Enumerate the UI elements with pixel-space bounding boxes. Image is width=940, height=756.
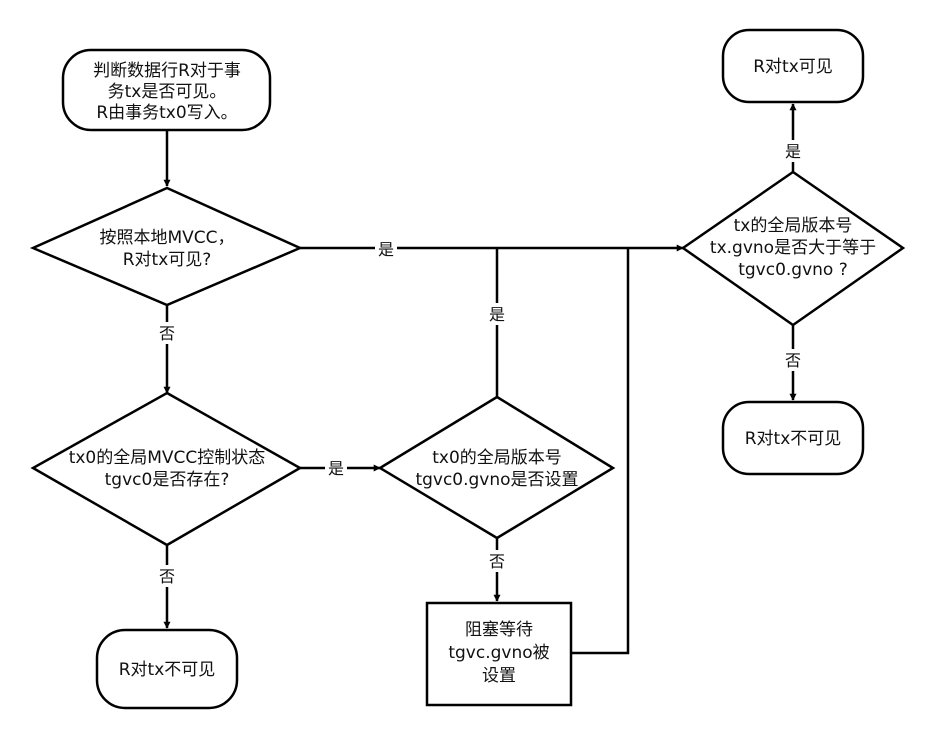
decision-tx-version: tx的全局版本号 tx.gvno是否大于等于 tgvc0.gvno ? [680,170,906,327]
label-tx0-no: 否 [489,552,505,571]
decision-tx-version-line-3: tgvc0.gvno ? [738,260,848,280]
node-wait: 阻塞等待 tgvc.gvno被 设置 [425,601,573,707]
connectors [163,103,797,655]
decision-tx0-version: tx0的全局版本号 tgvc0.gvno是否设置 [377,395,616,540]
decision-local-mvcc-line-2: R对tx可见? [123,250,212,270]
decision-global-state-line-2: tgvc0是否存在? [105,470,230,490]
label-tx-yes: 是 [785,142,801,161]
node-start-line-2: 务tx是否可见。 [108,82,227,102]
decision-local-mvcc: 按照本地MVCC， R对tx可见? [29,186,304,307]
label-global-no: 否 [159,567,175,586]
node-wait-line-2: tgvc.gvno被 [448,643,549,663]
node-start-line-1: 判断数据行R对于事 [93,61,241,81]
decision-global-state: tx0的全局MVCC控制状态 tgvc0是否存在? [30,391,303,547]
node-start: 判断数据行R对于事 务tx是否可见。 R由事务tx0写入。 [61,48,272,132]
decision-tx-version-line-2: tx.gvno是否大于等于 [710,238,876,258]
edge-labels: 是 否 是 否 是 否 是 否 [156,140,804,587]
decision-local-mvcc-line-1: 按照本地MVCC， [99,228,234,248]
node-invisible-right: R对tx不可见 [721,400,865,476]
node-invisible-left: R对tx不可见 [95,628,239,710]
node-invisible-right-label: R对tx不可见 [745,429,842,449]
label-tx0-yes: 是 [489,305,505,324]
label-tx-no: 否 [785,351,801,370]
label-local-no: 否 [159,324,175,343]
node-wait-line-3: 设置 [482,666,516,686]
label-global-yes: 是 [328,459,344,478]
decision-global-state-line-1: tx0的全局MVCC控制状态 [69,448,266,468]
node-invisible-left-label: R对tx不可见 [119,660,216,680]
decision-tx-version-line-1: tx的全局版本号 [734,216,853,236]
decision-tx0-version-line-1: tx0的全局版本号 [432,448,562,468]
node-wait-line-1: 阻塞等待 [465,620,533,640]
label-local-yes: 是 [378,240,394,259]
node-visible: R对tx可见 [721,28,865,104]
edge-wait-loop [571,248,630,655]
decision-tx0-version-line-2: tgvc0.gvno是否设置 [415,470,578,490]
node-start-line-3: R由事务tx0写入。 [96,103,237,123]
node-visible-label: R对tx可见 [753,57,833,77]
